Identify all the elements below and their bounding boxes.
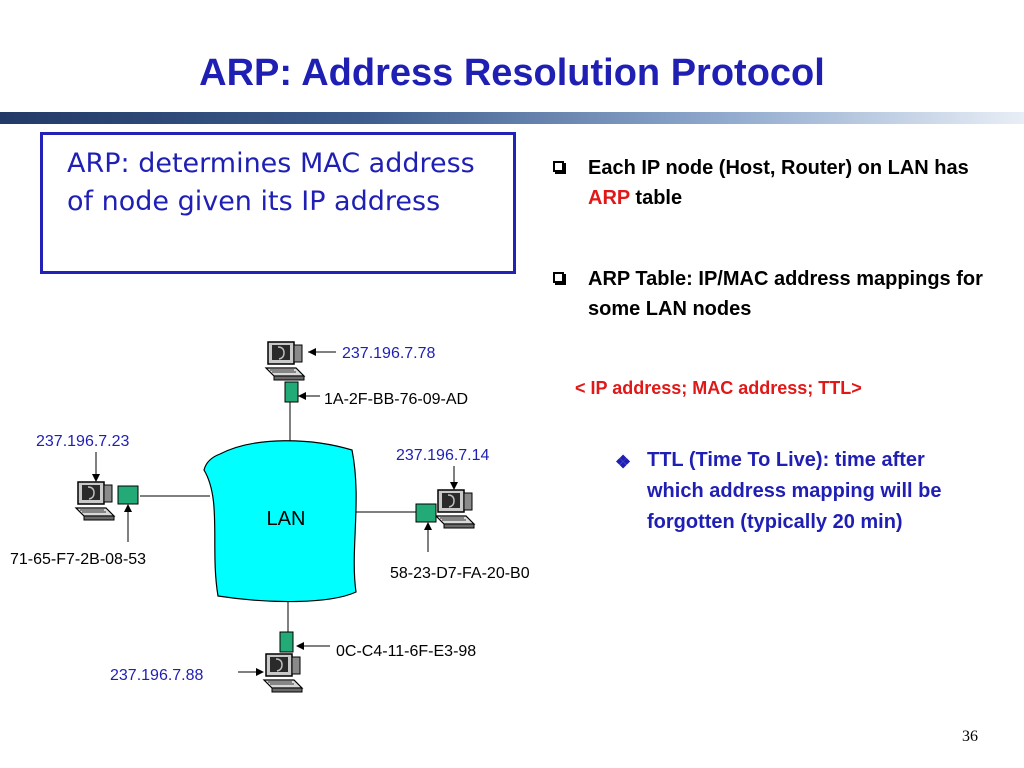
computer-icon	[263, 653, 303, 693]
definition-text: ARP: determines MAC address of node give…	[67, 148, 475, 217]
lan-cloud	[203, 440, 357, 603]
arrow-icon	[256, 668, 264, 676]
bullet-2-text: ARP Table: IP/MAC address mappings for s…	[588, 268, 983, 320]
definition-box: ARP: determines MAC address of node give…	[40, 132, 516, 274]
arp-entry-format: < IP address; MAC address; TTL>	[575, 378, 862, 398]
diamond-bullet-icon: ❖	[615, 452, 632, 472]
arrow-icon	[296, 642, 304, 650]
adapter-right	[415, 503, 437, 523]
adapter-bottom	[279, 631, 294, 653]
ip-right: 237.196.7.14	[396, 447, 490, 464]
mac-left: 71-65-F7-2B-08-53	[10, 551, 146, 568]
arrow-icon	[450, 482, 458, 490]
ip-bottom: 237.196.7.88	[110, 667, 204, 684]
bullet-1-post: table	[629, 187, 683, 209]
adapter-left	[117, 485, 139, 505]
mac-bottom: 0C-C4-11-6F-E3-98	[336, 643, 476, 660]
bullet-1-pre: Each IP node (Host, Router) on LAN has	[588, 157, 969, 179]
bullet-1-text: Each IP node (Host, Router) on LAN has A…	[588, 153, 988, 213]
mac-right: 58-23-D7-FA-20-B0	[390, 565, 530, 582]
arrow-icon	[424, 522, 432, 530]
ip-top: 237.196.7.78	[342, 345, 436, 362]
arrow-icon	[298, 392, 306, 400]
bullet-1-highlight: ARP	[588, 187, 630, 209]
square-bullet-icon	[553, 272, 564, 283]
arrow-icon	[308, 348, 316, 356]
sub-bullet-text: TTL (Time To Live): time after which add…	[647, 449, 942, 533]
arrow-icon	[124, 504, 132, 512]
mac-top: 1A-2F-BB-76-09-AD	[324, 391, 468, 408]
adapter-top	[284, 381, 299, 403]
title-divider-bar	[0, 112, 1024, 124]
lan-label: LAN	[267, 508, 306, 530]
arrow-icon	[92, 474, 100, 482]
computer-icon	[75, 481, 115, 521]
page-number: 36	[962, 728, 978, 745]
slide-title: ARP: Address Resolution Protocol	[199, 52, 825, 94]
square-bullet-icon	[553, 161, 564, 172]
computer-icon	[435, 489, 475, 529]
computer-icon	[265, 341, 305, 381]
ip-left: 237.196.7.23	[36, 433, 130, 450]
